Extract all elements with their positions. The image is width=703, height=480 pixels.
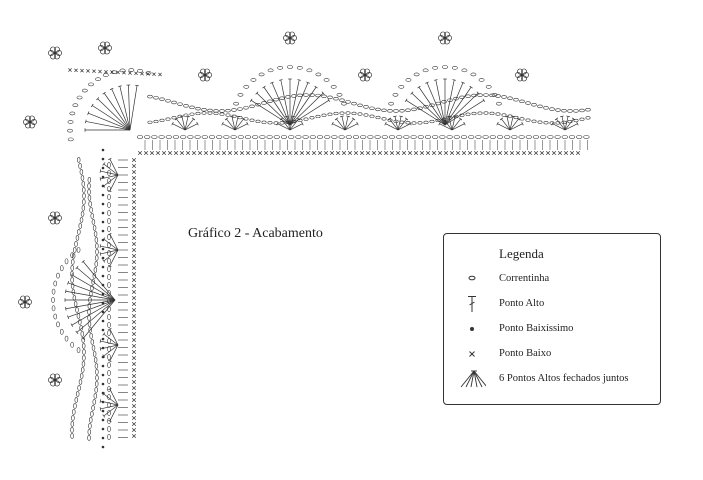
legend-item-cluster: 6 Pontos Altos fechados juntos <box>444 370 660 390</box>
chain-stitch-icon <box>468 275 476 281</box>
legend-label: Correntinha <box>499 273 550 284</box>
slip-stitch-icon <box>470 327 474 331</box>
legend-item-chain: Correntinha <box>444 270 660 290</box>
legend-label: Ponto Baixo <box>499 348 552 359</box>
chart-title: Gráfico 2 - Acabamento <box>188 226 323 241</box>
six-dc-cluster-icon <box>460 370 486 388</box>
legend-item-slip-stitch: Ponto Baixíssimo <box>444 320 660 340</box>
legend-label: Ponto Alto <box>499 298 545 309</box>
single-crochet-icon <box>469 351 475 357</box>
legend-item-double-crochet: Ponto Alto <box>444 295 660 315</box>
legend-heading: Legenda <box>499 246 544 261</box>
legend-box: Legenda Correntinha Ponto Alto Ponto Bai… <box>443 233 661 405</box>
legend-label: 6 Pontos Altos fechados juntos <box>499 373 629 384</box>
legend-label: Ponto Baixíssimo <box>499 323 574 334</box>
double-crochet-icon <box>468 296 476 312</box>
legend-item-single-crochet: Ponto Baixo <box>444 345 660 365</box>
